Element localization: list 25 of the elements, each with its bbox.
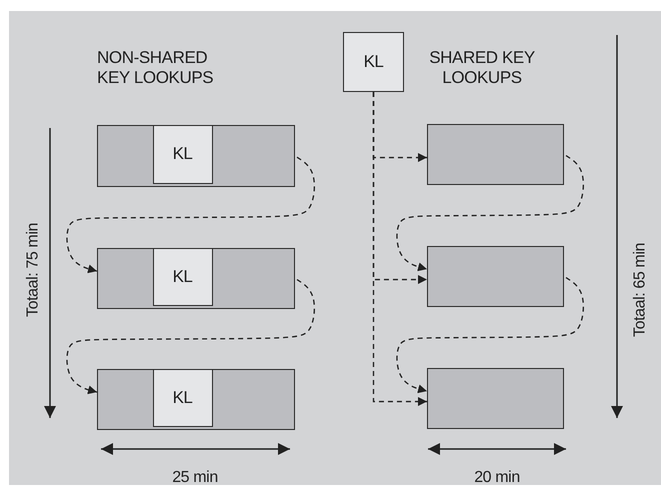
- lookup-box: [152, 248, 212, 306]
- process-bar: [97, 125, 295, 187]
- dashed-arrow: [396, 277, 584, 394]
- box-label: KL: [172, 388, 192, 408]
- process-bar: [427, 246, 564, 307]
- box-label: KL: [364, 52, 384, 72]
- process-bar: [97, 248, 295, 309]
- process-bar: [97, 369, 295, 430]
- dashed-arrow: [66, 279, 315, 394]
- process-bar: [427, 124, 564, 185]
- section-title: SHARED KEY LOOKUPS: [428, 48, 536, 88]
- box-label: KL: [172, 266, 192, 286]
- dimension-label: 20 min: [474, 468, 520, 487]
- lookup-box: [152, 124, 212, 184]
- dimension-label: Totaal: 75 min: [24, 223, 42, 317]
- lookup-box: [152, 368, 212, 426]
- box-label: KL: [172, 144, 192, 164]
- process-bar: [427, 368, 564, 429]
- dimension-label: Totaal: 65 min: [630, 243, 650, 337]
- dashed-arrow: [372, 92, 427, 406]
- dashed-arrow: [66, 156, 315, 274]
- lookup-box: [343, 32, 404, 92]
- section-title: NON-SHARED KEY LOOKUPS: [97, 48, 214, 88]
- dimension-label: 25 min: [172, 468, 218, 487]
- dashed-arrow: [396, 155, 584, 272]
